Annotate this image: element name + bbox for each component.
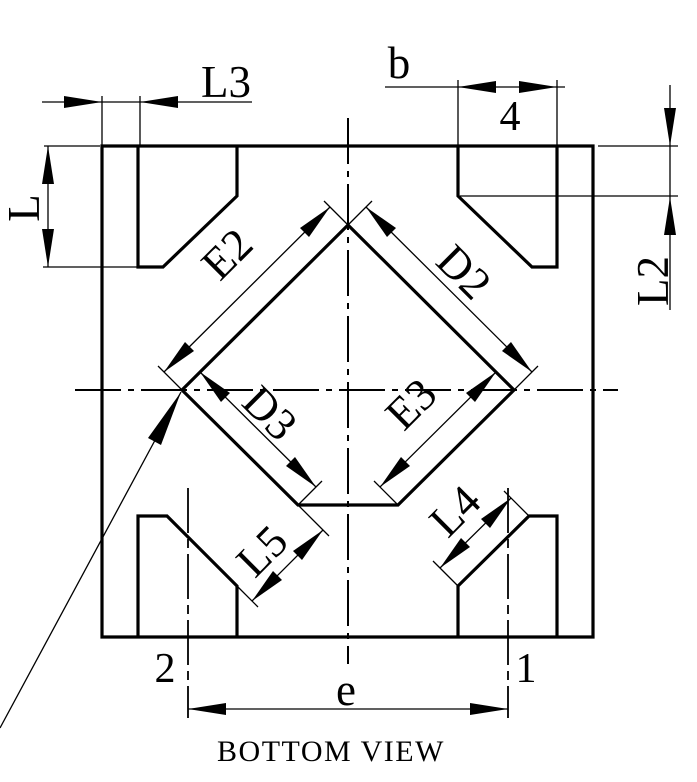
dim-b: b 4 xyxy=(385,38,565,145)
dim-L2: L2 xyxy=(460,85,678,310)
dim-b-arrow-left xyxy=(458,81,496,93)
dim-L-label: L xyxy=(0,194,49,222)
dim-L3: L3 xyxy=(42,57,252,145)
dim-D2-label: D2 xyxy=(427,235,501,309)
dim-E2-arrow-upper xyxy=(300,207,330,237)
dim-E3-arrow-lower xyxy=(380,457,410,487)
pin2-number: 2 xyxy=(155,646,176,692)
dim-D2-arrow-lower xyxy=(502,342,532,372)
dim-L: L xyxy=(0,145,137,268)
view-caption: BOTTOM VIEW xyxy=(217,735,445,768)
dim-L4-label: L4 xyxy=(420,476,491,547)
pin4-number: 4 xyxy=(500,94,521,140)
dim-L4-arrow-lower xyxy=(440,538,470,568)
dim-D2-arrow-upper xyxy=(366,207,396,237)
dim-D3-label: D3 xyxy=(233,376,307,450)
dim-E2: E2 xyxy=(157,200,349,391)
dim-E3: E3 xyxy=(373,365,515,506)
dim-e-arrow-right xyxy=(470,703,508,715)
centerlines-group xyxy=(75,118,618,718)
dim-E2-arrow-lower xyxy=(164,342,194,372)
dim-E3-arrow-upper xyxy=(466,372,496,402)
package-body-outline xyxy=(100,144,595,639)
dim-e-arrow-left xyxy=(188,703,226,715)
dim-b-arrow-right xyxy=(519,81,557,93)
dim-D2: D2 xyxy=(347,200,539,391)
dim-D3-arrow-upper xyxy=(200,372,230,402)
dim-E2-lines xyxy=(157,200,349,391)
leader-line xyxy=(0,391,182,729)
dim-L5: L5 xyxy=(227,504,330,608)
leader-arrow xyxy=(148,392,181,445)
leader-thermal-pad xyxy=(0,391,182,729)
dim-e: e 2 1 xyxy=(155,646,537,715)
dim-L5-label: L5 xyxy=(227,516,298,587)
dim-L3-arrow-right xyxy=(140,96,178,108)
dim-E3-label: E3 xyxy=(376,369,447,440)
dim-L2-label: L2 xyxy=(628,256,678,306)
dim-L3-label: L3 xyxy=(201,57,251,107)
dim-D3: D3 xyxy=(181,365,323,506)
dim-e-label: e xyxy=(336,665,356,715)
dim-D2-lines xyxy=(347,200,539,391)
pad-bottom-left xyxy=(136,514,239,637)
dim-L4-arrow-upper xyxy=(481,498,511,528)
dim-D3-arrow-lower xyxy=(286,457,316,487)
dim-L5-arrow-lower xyxy=(252,571,282,601)
dim-L2-arrow-top xyxy=(664,108,676,146)
dim-L-arrow-top xyxy=(42,146,54,184)
pad-top-right xyxy=(456,146,559,269)
dim-L-arrow-bottom xyxy=(42,229,54,267)
dim-L2-arrow-bottom xyxy=(664,197,676,235)
pad-top-left xyxy=(136,146,239,269)
dim-L3-arrow-left xyxy=(64,96,102,108)
dim-D3-lines xyxy=(181,365,323,506)
dim-L-lines xyxy=(43,145,137,268)
dim-b-label: b xyxy=(388,38,411,88)
pin1-number: 1 xyxy=(516,646,537,692)
dim-L5-arrow-upper xyxy=(293,530,323,560)
